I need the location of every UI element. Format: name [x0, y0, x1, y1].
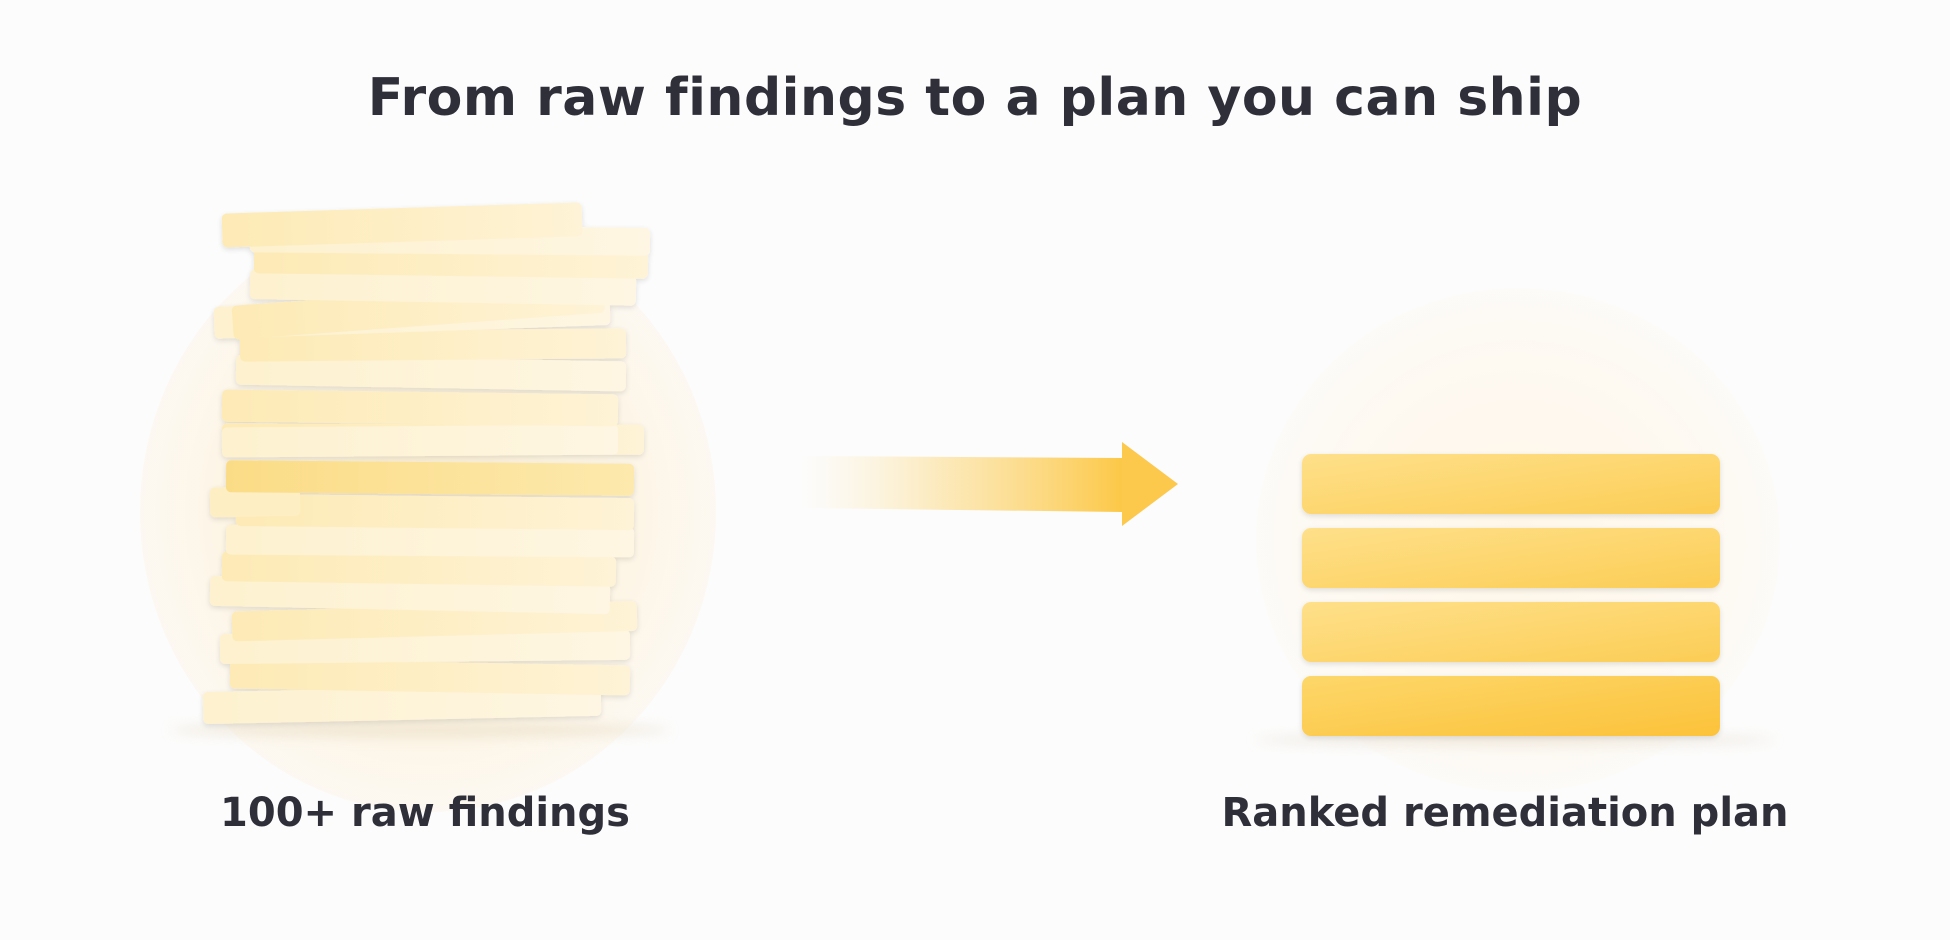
- raw-findings-caption: 100+ raw findings: [220, 790, 630, 836]
- ranked-item-1: [1302, 454, 1720, 514]
- ranked-item-3: [1302, 602, 1720, 662]
- ranked-item-2: [1302, 528, 1720, 588]
- ranked-item-4: [1302, 676, 1720, 736]
- raw-finding-card: [221, 389, 619, 427]
- raw-finding-card: [225, 460, 635, 496]
- raw-finding-card: [225, 524, 635, 558]
- raw-finding-card: [239, 328, 627, 362]
- raw-finding-card: [202, 683, 602, 725]
- arrow-head: [1122, 442, 1178, 526]
- arrow-shaft: [800, 456, 1122, 512]
- right-ground-shadow: [1255, 734, 1775, 746]
- raw-finding-card: [235, 354, 627, 392]
- raw-findings-stack: [202, 202, 651, 725]
- ranked-plan-caption: Ranked remediation plan: [1221, 790, 1789, 836]
- raw-finding-card: [221, 551, 617, 587]
- raw-finding-card: [229, 658, 631, 696]
- raw-finding-card: [221, 202, 583, 248]
- raw-finding-card: [209, 485, 301, 518]
- left-ground-shadow: [170, 723, 670, 737]
- flow-arrow: [800, 442, 1178, 526]
- raw-finding-card: [209, 575, 611, 615]
- raw-finding-card: [235, 494, 635, 531]
- ranked-plan-list: [1302, 454, 1720, 736]
- raw-finding-card: [249, 269, 637, 306]
- page-title: From raw findings to a plan you can ship: [367, 68, 1583, 128]
- raw-finding-card: [221, 424, 619, 458]
